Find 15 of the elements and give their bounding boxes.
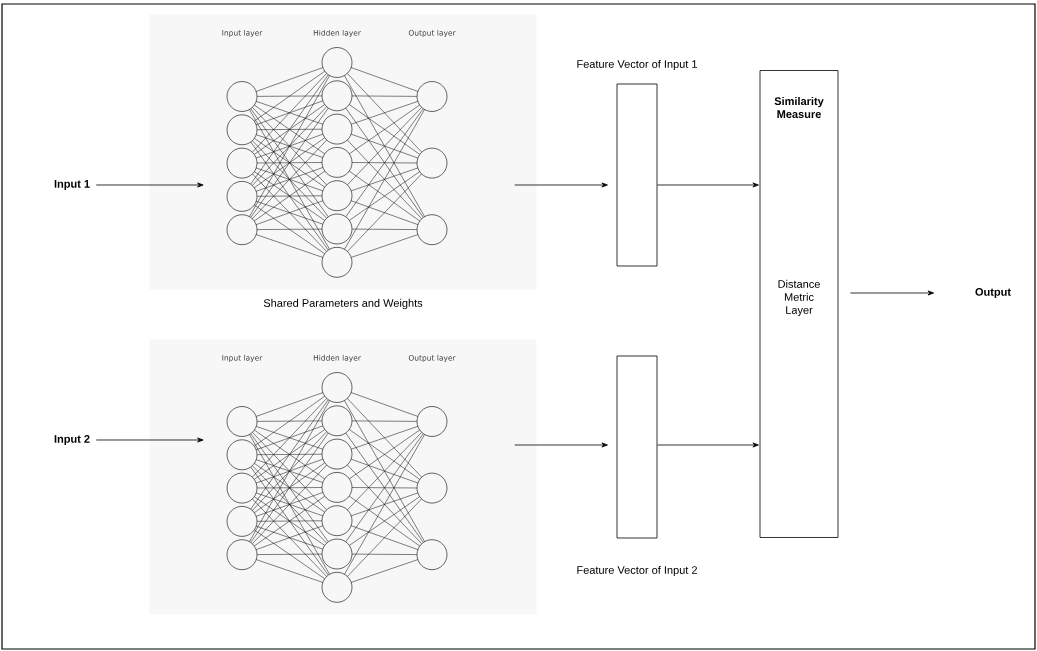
arrow <box>657 182 759 188</box>
heading: Similarity Measure <box>774 96 824 119</box>
arrow <box>657 442 759 448</box>
caption: Shared Parameters and Weights <box>263 298 423 310</box>
input-label: Output <box>975 288 1011 298</box>
input-label: Input 2 <box>54 435 90 445</box>
arrow <box>850 290 935 296</box>
input-label: Input 1 <box>54 180 90 190</box>
arrow <box>514 182 608 188</box>
arrow <box>95 182 204 188</box>
layer-text: Distance Metric Layer <box>778 279 820 317</box>
node-label: Feature Vector of Input 1 <box>577 59 697 71</box>
arrow <box>95 437 204 443</box>
arrow <box>514 442 608 448</box>
node-label: Feature Vector of Input 2 <box>577 565 697 577</box>
